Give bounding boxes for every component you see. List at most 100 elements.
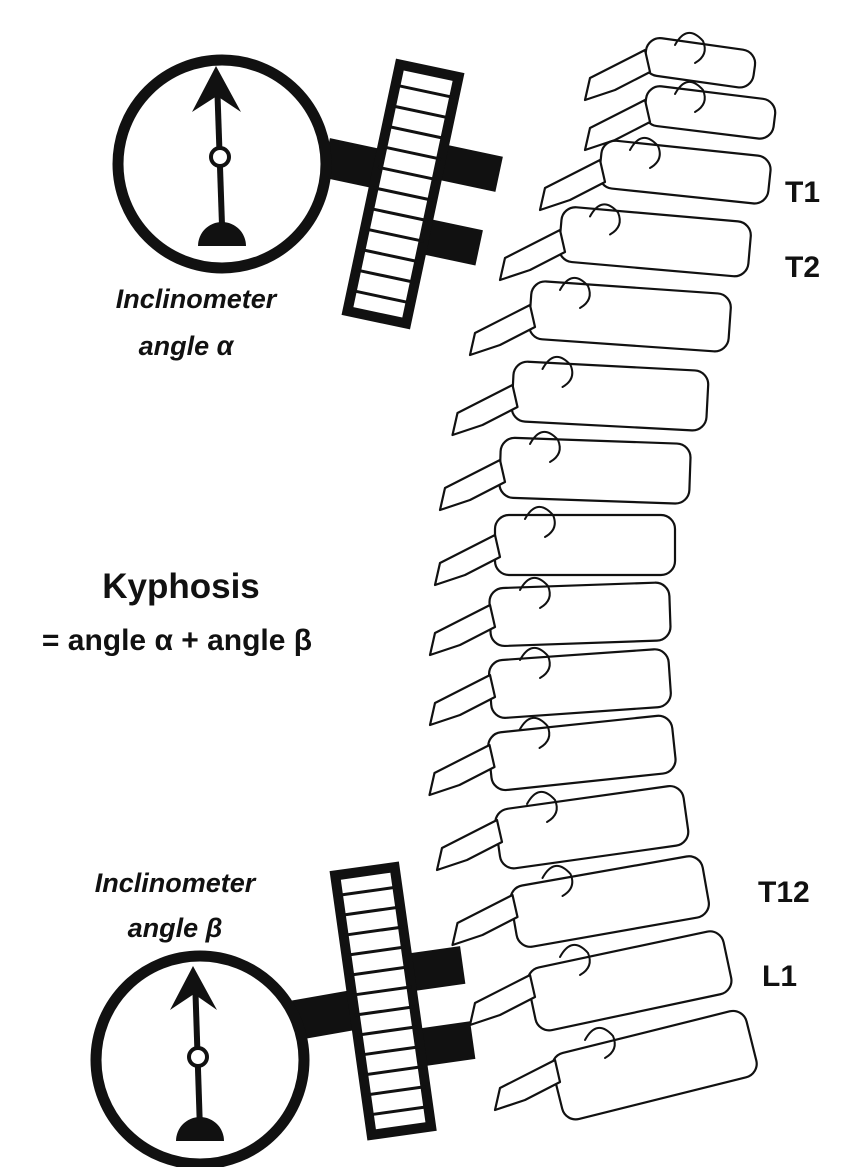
- inclinometer-bottom-arm-lower: [415, 1021, 476, 1067]
- vertebra-label-l1: L1: [762, 960, 797, 993]
- vertebra: [451, 855, 710, 948]
- weight-icon: [176, 1117, 224, 1141]
- vertebra: [583, 81, 777, 152]
- ruler-tick: [337, 885, 398, 897]
- ruler-tick: [386, 124, 446, 141]
- ruler-tick: [354, 1005, 415, 1017]
- facet-joint: [559, 944, 591, 976]
- vertebra: [498, 203, 752, 282]
- vertebra: [433, 506, 677, 587]
- ruler-tick: [351, 289, 411, 305]
- inclinometer-top-label-line2: angle α: [139, 331, 235, 361]
- spinous-process: [438, 458, 507, 512]
- arrow-up-icon: [170, 966, 217, 1010]
- spinous-process: [428, 743, 496, 797]
- facet-joint: [518, 717, 551, 749]
- vertebra: [583, 32, 757, 102]
- spinous-process: [435, 818, 504, 872]
- inclinometer-top: [112, 54, 503, 330]
- ruler-tick: [377, 165, 438, 182]
- spine-drawing: [428, 32, 777, 1121]
- ruler-tick: [365, 1085, 426, 1097]
- ruler-tick: [390, 104, 451, 120]
- ruler-tick: [382, 145, 442, 161]
- vertebra-body: [643, 37, 757, 89]
- formula-title: Kyphosis: [102, 567, 260, 606]
- inclinometer-bottom-label-line2: angle β: [128, 913, 223, 943]
- spinous-process: [428, 673, 497, 727]
- inclinometer-bottom-label-line1: Inclinometer: [95, 868, 257, 898]
- spinous-process: [428, 603, 497, 657]
- vertebra: [428, 647, 672, 727]
- ruler-tick: [395, 83, 455, 99]
- facet-joint: [519, 577, 551, 609]
- vertebra-body: [526, 930, 733, 1032]
- inclinometer-top-ruler: [341, 58, 465, 330]
- vertebra: [538, 137, 772, 212]
- vertebra-body: [487, 714, 677, 792]
- vertebra-body: [498, 436, 692, 505]
- ruler-tick: [351, 985, 412, 997]
- inclinometer-bottom: [90, 861, 476, 1167]
- spinous-process: [583, 48, 652, 102]
- ruler-tick: [360, 247, 420, 264]
- spinous-process: [583, 98, 652, 152]
- spinous-process: [538, 158, 607, 212]
- ruler-tick: [373, 186, 433, 202]
- formula-equation: = angle α + angle β: [42, 624, 312, 657]
- ruler-tick: [368, 1105, 429, 1117]
- vertebra-body: [510, 360, 710, 432]
- inclinometer-bottom-arm-dial: [291, 990, 359, 1040]
- vertebra-body: [509, 855, 710, 948]
- vertebra: [468, 930, 733, 1032]
- vertebra-body: [494, 784, 690, 870]
- weight-icon: [198, 222, 246, 246]
- inclinometer-bottom-arm-upper: [402, 946, 466, 992]
- facet-joint: [589, 203, 621, 236]
- ruler-tick: [346, 945, 407, 957]
- vertebra-body: [493, 513, 677, 577]
- inclinometer-top-label-line1: Inclinometer: [116, 284, 278, 314]
- vertebra-label-t1: T1: [785, 176, 820, 209]
- ruler-tick: [340, 905, 401, 917]
- spinous-process: [468, 303, 537, 357]
- vertebra-body: [557, 206, 752, 278]
- vertebra: [438, 431, 692, 512]
- arrow-up-icon: [192, 66, 241, 112]
- vertebra-body: [643, 85, 777, 140]
- ruler-tick: [363, 1065, 423, 1077]
- vertebra-body: [528, 280, 732, 353]
- spinous-process: [493, 1058, 562, 1112]
- facet-joint: [629, 137, 661, 169]
- vertebra-body: [487, 648, 672, 719]
- spinous-process: [498, 228, 567, 282]
- ruler-tick: [343, 925, 404, 937]
- ruler-tick: [349, 965, 409, 977]
- ruler-tick: [360, 1045, 421, 1057]
- vertebra-body: [598, 139, 772, 205]
- spinous-process: [433, 533, 502, 587]
- facet-joint: [559, 277, 591, 309]
- facet-joint: [674, 81, 706, 113]
- facet-joint: [526, 791, 558, 823]
- spinous-process: [468, 973, 537, 1027]
- vertebra: [428, 577, 672, 657]
- pivot-icon: [209, 146, 231, 168]
- ruler-tick: [355, 268, 416, 284]
- spinous-process: [451, 893, 519, 947]
- facet-joint: [529, 431, 561, 463]
- ruler-tick: [364, 227, 424, 243]
- vertebra-label-t2: T2: [785, 251, 820, 284]
- facet-joint: [524, 506, 556, 538]
- facet-joint: [541, 356, 574, 388]
- facet-joint: [674, 32, 706, 64]
- vertebra: [435, 784, 690, 872]
- vertebra: [451, 356, 710, 437]
- facet-joint: [584, 1027, 616, 1059]
- facet-joint: [519, 647, 551, 679]
- vertebra-body: [551, 1009, 758, 1121]
- spinous-process: [451, 383, 519, 437]
- facet-joint: [541, 865, 574, 897]
- ruler-tick: [368, 206, 429, 223]
